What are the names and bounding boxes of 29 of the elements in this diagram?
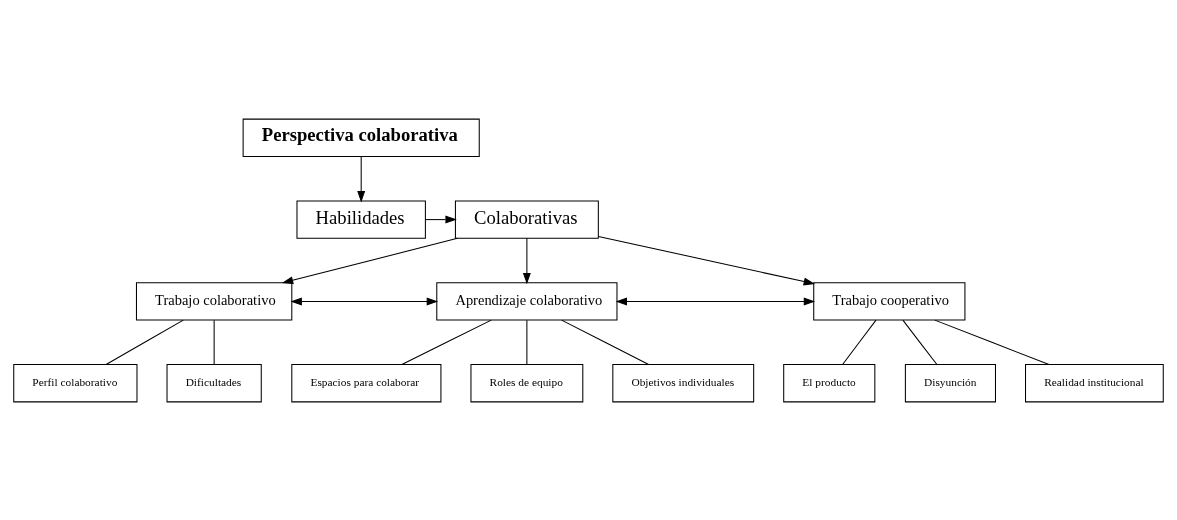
node-box: Trabajo cooperativo — [813, 281, 966, 321]
arrow — [290, 296, 439, 305]
node-box: Disyunción — [904, 363, 996, 402]
connector — [213, 319, 215, 365]
arrow — [597, 235, 816, 285]
arrow — [615, 296, 816, 305]
node-box: Dificultades — [166, 363, 262, 402]
connector — [105, 319, 184, 365]
node-box: Objetivos individuales — [612, 363, 755, 402]
arrow — [522, 237, 531, 284]
node-box: Habilidades — [296, 199, 426, 239]
node-box: Perspectiva colaborativa — [242, 118, 480, 157]
connector — [401, 319, 492, 365]
node-box: El producto — [783, 363, 876, 402]
arrow — [425, 215, 457, 224]
arrow — [281, 237, 458, 284]
node-box: Colaborativas — [454, 199, 599, 239]
node-box: Perfil colaborativo — [13, 363, 138, 402]
connector — [561, 319, 650, 365]
node-box: Espacios para colaborar — [291, 363, 442, 402]
connector — [934, 319, 1050, 365]
node-box: Aprendizaje colaborativo — [436, 281, 618, 321]
node-box: Roles de equipo — [470, 363, 584, 402]
connector — [526, 319, 528, 365]
arrow — [357, 155, 366, 202]
connector — [842, 319, 877, 365]
node-box: Realidad institucional — [1025, 363, 1164, 402]
connector — [902, 319, 938, 365]
node-box: Trabajo colaborativo — [135, 281, 293, 321]
